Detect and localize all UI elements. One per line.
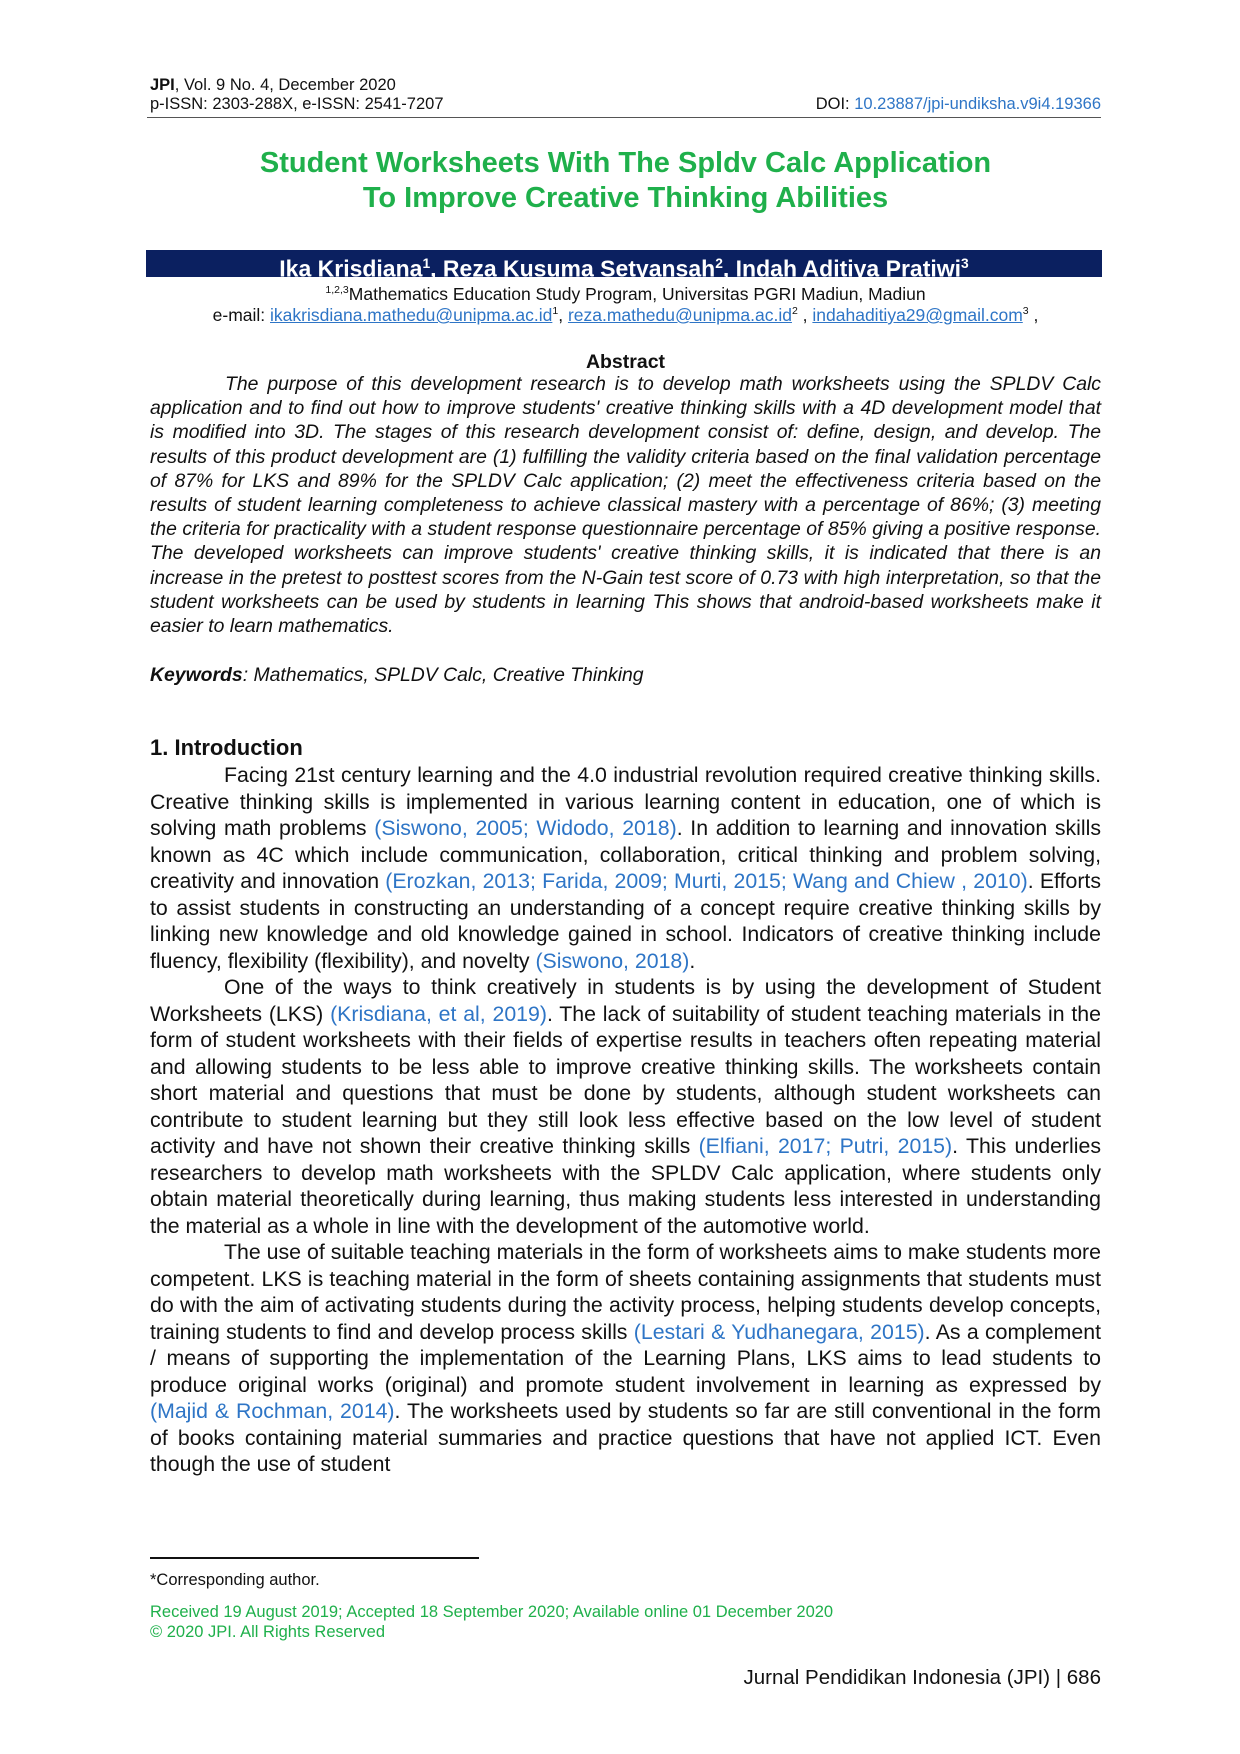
footer-separator: | bbox=[1050, 1666, 1067, 1689]
abstract-heading: Abstract bbox=[585, 351, 666, 373]
affiliation-text: Mathematics Education Study Program, Uni… bbox=[348, 283, 926, 304]
paragraph-text: Facing 21st century learning and the 4.0… bbox=[150, 763, 1101, 840]
journal-abbrev: JPI bbox=[150, 76, 175, 94]
corresponding-author-note: *Corresponding author. bbox=[150, 1571, 320, 1589]
paragraph-text: . The worksheets used by students so far… bbox=[150, 1399, 1101, 1476]
doi-link[interactable]: 10.23887/jpi-undiksha.v9i4.19366 bbox=[854, 95, 1101, 113]
paragraph: The use of suitable teaching materials i… bbox=[150, 1239, 1101, 1478]
email-line: e-mail: ikakrisdiana.mathedu@unipma.ac.i… bbox=[150, 301, 1101, 326]
paragraph-text: One of the ways to think creatively in s… bbox=[150, 975, 1101, 1026]
author-sup: 1 bbox=[422, 256, 431, 271]
email-sup: 3 bbox=[1022, 305, 1029, 317]
article-history: Received 19 August 2019; Accepted 18 Sep… bbox=[150, 1602, 833, 1642]
keywords-text: : Mathematics, SPLDV Calc, Creative Thin… bbox=[242, 664, 644, 686]
abstract-text: The purpose of this development research… bbox=[150, 373, 1101, 638]
citation-link[interactable]: (Majid & Rochman, 2014) bbox=[150, 1399, 395, 1423]
title-line-1: Student Worksheets With The Spldv Calc A… bbox=[259, 147, 992, 179]
citation-link[interactable]: (Elfiani, 2017; Putri, 2015) bbox=[698, 1134, 953, 1158]
footer-journal: Jurnal Pendidikan Indonesia (JPI) bbox=[743, 1666, 1051, 1689]
citation-link[interactable]: (Siswono, 2005; Widodo, 2018) bbox=[374, 816, 677, 840]
volume-info: , Vol. 9 No. 4, December 2020 bbox=[174, 76, 396, 94]
citation-link[interactable]: (Krisdiana, et al, 2019) bbox=[330, 1001, 547, 1026]
paragraph-text: . This underlies researchers to develop … bbox=[150, 1134, 1101, 1238]
introduction-body: Facing 21st century learning and the 4.0… bbox=[150, 762, 1101, 1478]
email-sup: 2 bbox=[791, 305, 798, 317]
affiliation-sup: 1,2,3 bbox=[325, 284, 349, 296]
received-dates: Received 19 August 2019; Accepted 18 Sep… bbox=[150, 1603, 834, 1621]
paragraph-text: . Efforts to assist students in construc… bbox=[150, 869, 1101, 973]
affiliation: 1,2,3Mathematics Education Study Program… bbox=[150, 280, 1101, 305]
paper-title: Student Worksheets With The Spldv Calc A… bbox=[150, 146, 1101, 216]
email-link[interactable]: indahaditiya29@gmail.com bbox=[812, 304, 1023, 325]
paragraph: Facing 21st century learning and the 4.0… bbox=[150, 762, 1101, 974]
doi-line: DOI: 10.23887/jpi-undiksha.v9i4.19366 bbox=[816, 95, 1101, 114]
paragraph-text: . The lack of suitability of student tea… bbox=[150, 1001, 1101, 1159]
doi-label: DOI: bbox=[815, 95, 855, 113]
author-bar: Ika Krisdiana1, Reza Kusuma Setyansah2, … bbox=[146, 250, 1102, 282]
author-sup: 2 bbox=[715, 256, 723, 271]
header-rule bbox=[147, 117, 1101, 118]
keywords-label: Keywords bbox=[150, 664, 243, 686]
citation-link[interactable]: (Siswono, 2018) bbox=[535, 948, 690, 973]
citation-link[interactable]: (Erozkan, 2013; Farida, 2009; Murti, 201… bbox=[385, 869, 1028, 893]
issn: p-ISSN: 2303-288X, e-ISSN: 2541-7207 bbox=[150, 95, 444, 113]
author-name: Ika Krisdiana bbox=[279, 255, 423, 282]
email-separator: , bbox=[558, 304, 568, 325]
section-heading-introduction: 1. Introduction bbox=[150, 735, 303, 760]
citation-link[interactable]: (Lestari & Yudhanegara, 2015) bbox=[633, 1319, 925, 1344]
paragraph-text: . In addition to learning and innovation… bbox=[150, 816, 1101, 893]
paragraph: One of the ways to think creatively in s… bbox=[150, 974, 1101, 1239]
copyright: © 2020 JPI. All Rights Reserved bbox=[150, 1623, 386, 1641]
author-name: Reza Kusuma Setyansah bbox=[442, 255, 716, 282]
email-separator: , bbox=[797, 304, 813, 325]
email-link[interactable]: reza.mathedu@unipma.ac.id bbox=[567, 304, 792, 325]
author-name: Indah Aditiya Pratiwi bbox=[735, 255, 962, 282]
author-sup: 3 bbox=[961, 256, 969, 271]
keywords: Keywords: Mathematics, SPLDV Calc, Creat… bbox=[150, 664, 644, 687]
journal-info: JPI, Vol. 9 No. 4, December 2020 p-ISSN:… bbox=[150, 76, 444, 114]
paragraph-text: The use of suitable teaching materials i… bbox=[150, 1240, 1101, 1344]
email-label: e-mail: bbox=[212, 304, 271, 325]
author-separator: , bbox=[722, 255, 736, 282]
author-separator: , bbox=[430, 255, 443, 282]
email-separator: , bbox=[1028, 304, 1039, 325]
paragraph-text: . As a complement / means of supporting … bbox=[150, 1319, 1101, 1397]
email-sup: 1 bbox=[552, 305, 559, 317]
email-link[interactable]: ikakrisdiana.mathedu@unipma.ac.id bbox=[270, 304, 553, 325]
page-number: 686 bbox=[1066, 1666, 1101, 1689]
page-footer: Jurnal Pendidikan Indonesia (JPI) | 686 bbox=[744, 1666, 1101, 1690]
paragraph-text: . bbox=[689, 948, 696, 973]
title-line-2: To Improve Creative Thinking Abilities bbox=[362, 182, 889, 214]
footnote-rule bbox=[150, 1557, 479, 1559]
